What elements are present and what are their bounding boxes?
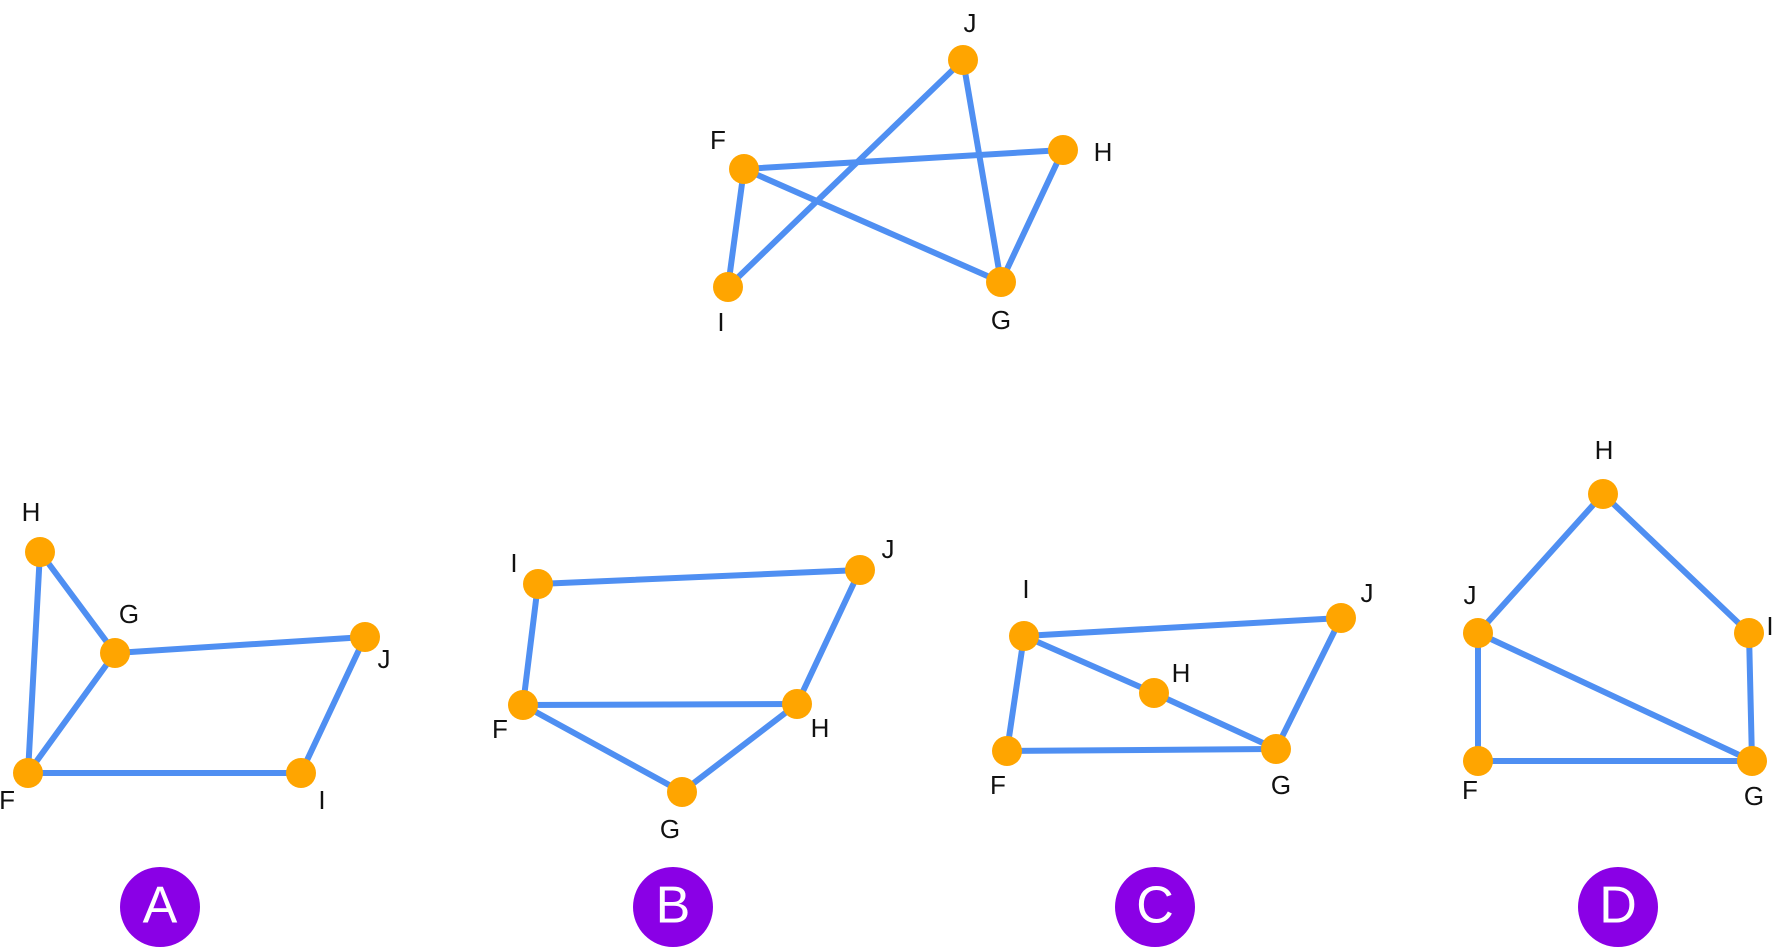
option-d-label-i: I [1766,611,1773,641]
option-a-graph: F G H I J [0,497,391,815]
option-d-badge [1578,867,1658,947]
question-edge-h-g [998,147,1066,285]
option-b-edge-g-h [679,701,800,795]
question-label-g: G [991,305,1011,335]
option-b-edge-f-h [520,701,800,708]
option-b-edge-j-h [794,567,863,707]
option-a-label-h: H [22,497,41,527]
option-c-edge-i-j [1021,615,1344,639]
option-d-graph: F G H I J [1462,435,1774,811]
option-c-edge-f-g [1004,746,1279,754]
option-a-label-g: G [119,599,139,629]
option-a-label-i: I [318,785,325,815]
option-b-label-g: G [660,814,680,844]
option-c-node-f [992,736,1022,766]
option-a-label-j: J [378,644,391,674]
option-d-label-f: F [1462,775,1478,805]
option-d-node-i [1734,618,1764,648]
question-edge-f-h [741,147,1066,172]
option-c-node-i [1009,621,1039,651]
option-d-node-g [1737,746,1767,776]
option-d-edge-i-g [1746,630,1755,764]
option-b-label-j: J [882,534,895,564]
option-b-node-g [667,777,697,807]
option-c-badge [1115,867,1195,947]
option-a-label-f: F [0,785,15,815]
option-b-badge [633,867,713,947]
option-c-node-j [1326,603,1356,633]
option-c-edge-i-h [1021,633,1157,696]
option-a-letter: A [143,877,178,935]
option-b-edge-i-j [535,567,863,587]
option-d-label-h: H [1595,435,1614,465]
option-b-node-f [508,690,538,720]
option-c-letter: C [1136,877,1174,935]
option-a-badge [120,867,200,947]
question-node-h [1048,135,1078,165]
question-label-f: F [710,125,726,155]
question-node-g [986,267,1016,297]
option-a-edge-g-j [112,634,368,656]
option-d-edge-j-g [1475,630,1755,764]
option-a-node-f [13,758,43,788]
option-a-node-g [100,638,130,668]
question-edge-f-i [725,166,747,290]
option-d-edge-h-j [1475,491,1606,636]
option-a-edge-h-f [25,549,43,776]
option-b-node-h [782,689,812,719]
question-node-f [729,154,759,184]
option-c-node-h [1139,678,1169,708]
option-d-letter: D [1599,877,1637,935]
option-a-edge-g-f [25,650,118,776]
option-a-node-i [286,758,316,788]
option-b-node-j [845,555,875,585]
option-b-label-h: H [811,713,830,743]
option-a-node-h [25,537,55,567]
option-c-edge-i-f [1004,633,1027,754]
option-d-node-h [1588,479,1618,509]
question-edge-j-i [725,57,966,290]
option-a-node-j [350,622,380,652]
option-b-label-f: F [492,714,508,744]
option-b-node-i [523,569,553,599]
option-a-edge-h-g [37,549,118,656]
option-d-label-j: J [1464,580,1477,610]
option-c-label-h: H [1172,658,1191,688]
question-label-h: H [1094,137,1113,167]
option-c-label-f: F [990,770,1006,800]
question-node-i [713,272,743,302]
option-d-node-j [1463,618,1493,648]
option-d-label-g: G [1744,781,1764,811]
option-b-letter: B [656,877,691,935]
option-c-label-g: G [1271,770,1291,800]
option-c-edge-h-g [1151,690,1279,752]
option-c-label-j: J [1361,578,1374,608]
question-label-j: J [964,8,977,38]
question-label-i: I [717,307,724,337]
option-d-edge-h-i [1600,491,1752,636]
question-edge-j-g [960,57,1004,285]
option-c-node-g [1261,734,1291,764]
question-graph: F G H I J [710,8,1112,337]
option-b-edge-f-g [520,702,685,795]
option-d-node-f [1463,746,1493,776]
option-b-graph: F G H I J [492,534,894,844]
option-b-label-i: I [510,548,517,578]
option-c-edge-j-g [1273,615,1344,752]
option-b-edge-i-f [520,581,541,708]
question-node-j [948,45,978,75]
option-c-label-i: I [1022,574,1029,604]
option-badges: A B C D [120,867,1658,947]
option-a-edge-j-i [298,634,368,776]
option-c-graph: F G H I J [990,574,1373,800]
question-edge-f-g [741,166,1004,285]
